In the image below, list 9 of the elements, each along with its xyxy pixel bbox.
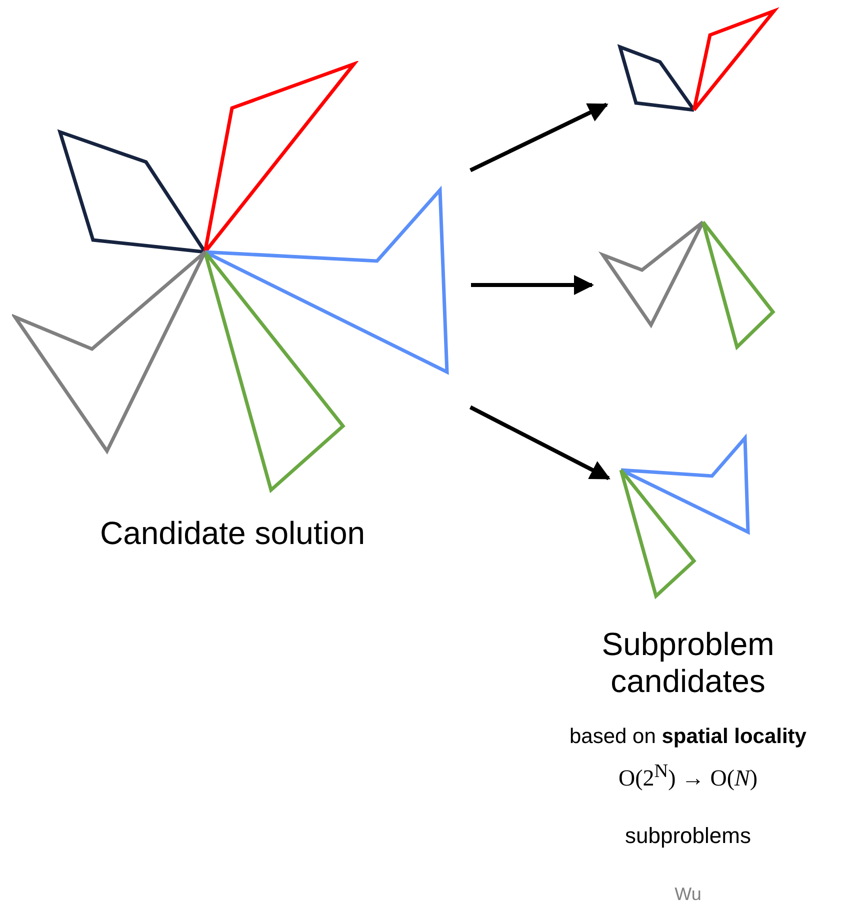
complexity-formula: O(2$^{N}$) → O(N) <box>618 760 758 792</box>
arrow <box>469 405 610 480</box>
caption-text: subproblems <box>625 823 751 850</box>
arrow <box>470 102 608 172</box>
caption-text: based on spatial locality <box>570 724 806 750</box>
drawing-caption: Candidate solution <box>98 515 366 552</box>
author-label: Wu <box>674 884 702 906</box>
arrow <box>471 275 594 295</box>
caption-heading: Subproblem candidates <box>600 626 776 700</box>
